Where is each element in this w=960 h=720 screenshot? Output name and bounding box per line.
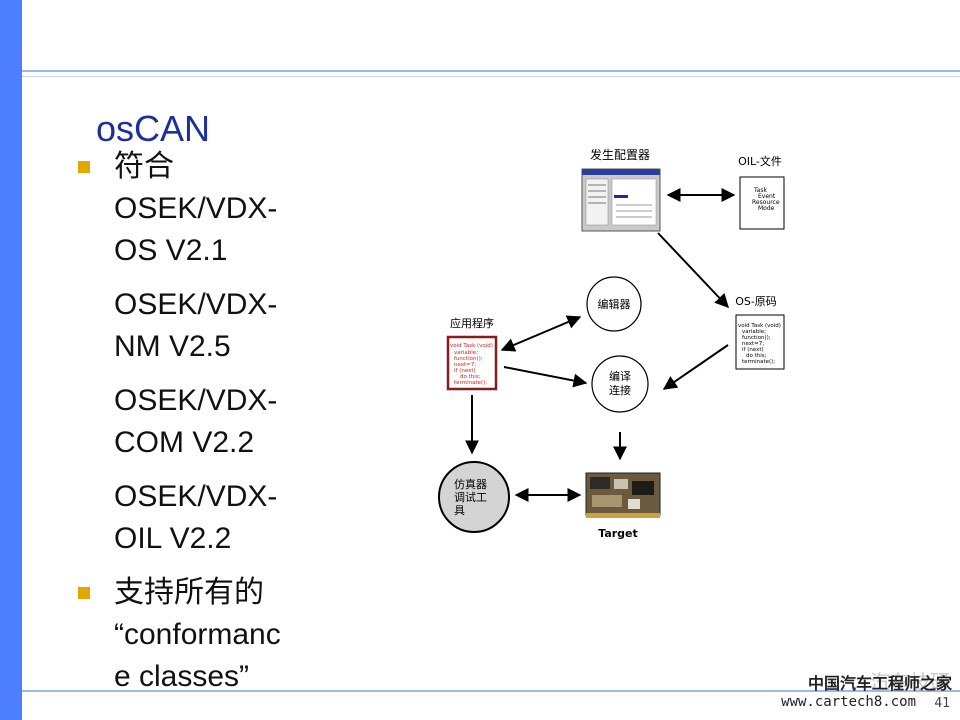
app-program-line: void Task (void) (450, 343, 493, 349)
bullet-square-icon (78, 587, 90, 599)
app-program-line: next=7; (454, 362, 476, 368)
oil-file-document (739, 176, 785, 230)
bullet-line: “conformanc (114, 618, 281, 651)
bullet-line: OSEK/VDX- (114, 192, 278, 225)
os-source-document (735, 314, 785, 370)
app-editor-arrow (500, 315, 582, 352)
header-rule (22, 70, 960, 72)
generator-label: 发生配置器 (590, 147, 650, 162)
bullet-line: 符合 (114, 150, 174, 183)
oil-file-line: Mode (758, 205, 775, 212)
os-source-to-compile-arrow (662, 344, 729, 390)
link-label: 连接 (609, 384, 631, 397)
watermark-site-name: 中国汽车工程师之家 (807, 674, 952, 693)
bullet-item-osek-nm: OSEK/VDX- NM V2.5 (78, 284, 338, 368)
slide-title: osCAN (96, 108, 211, 149)
compile-link-node (591, 355, 649, 413)
header-rule-thin (22, 76, 960, 77)
generator-to-os-source-arrow (657, 232, 729, 309)
bullet-item-osek-com: OSEK/VDX- COM V2.2 (78, 380, 338, 464)
bullet-line: OS V2.1 (114, 234, 228, 267)
compile-label: 编译 (609, 369, 631, 383)
bullet-line: 支持所有的 (114, 576, 264, 609)
bullet-line: OSEK/VDX- (114, 480, 278, 513)
os-source-line: terminate(); (742, 359, 775, 365)
app-program-line: if (next) (454, 368, 476, 374)
app-program-line: variable; (454, 350, 478, 356)
emulator-label: 具 (454, 504, 465, 517)
app-program-line: function(); (454, 356, 483, 362)
bullet-line: OSEK/VDX- (114, 384, 278, 417)
os-source-line: void Task (void) (738, 323, 781, 329)
app-program-label: 应用程序 (450, 316, 494, 330)
bullet-square-icon (78, 161, 90, 173)
emulator-label: 仿真器 (454, 477, 487, 491)
bullet-item-conformance: 支持所有的 “conformanc e classes” (78, 572, 338, 698)
os-source-line: variable; (742, 329, 766, 335)
app-program-document (446, 335, 498, 391)
oil-file-line: Resource (752, 199, 780, 206)
app-program-line: terminate(); (454, 380, 487, 386)
emulator-debugger-node (438, 461, 510, 533)
page-number: 41 (934, 696, 950, 711)
oil-file-line: Task (753, 187, 767, 194)
bullet-item-osek-oil: OSEK/VDX- OIL V2.2 (78, 476, 338, 560)
bullet-line: OIL V2.2 (114, 522, 232, 555)
target-label: Target (598, 527, 638, 540)
oil-file-label: OIL-文件 (738, 154, 782, 168)
bullet-line: e classes” (114, 660, 250, 693)
footer-rule (22, 690, 960, 692)
watermark-url: www.cartech8.com (781, 694, 916, 710)
os-source-line: do this; (746, 353, 767, 359)
bullet-list: 符合 OSEK/VDX- OS V2.1 OSEK/VDX- NM V2.5 O… (78, 146, 338, 698)
oscan-workflow-diagram: 发生配置器 OIL-文件 Task Event Resource Mode OS… (438, 147, 785, 540)
editor-node (586, 276, 642, 332)
bullet-line: NM V2.5 (114, 330, 231, 363)
app-program-line: do this; (460, 374, 481, 380)
target-board-image (585, 472, 661, 518)
bullet-line: OSEK/VDX- (114, 288, 278, 321)
editor-label: 编辑器 (598, 297, 631, 311)
bullet-line: COM V2.2 (114, 426, 255, 459)
os-source-label: OS-原码 (735, 295, 777, 308)
watermark-faint-text: 汽车技研 (870, 672, 950, 694)
bullet-item-osek-os: 符合 OSEK/VDX- OS V2.1 (78, 146, 338, 272)
generator-screenshot (581, 168, 661, 232)
os-source-line: if (next) (742, 347, 764, 353)
emulator-label: 调试工 (454, 491, 487, 504)
os-source-line: function(); (742, 335, 771, 341)
os-source-line: next=7; (742, 341, 764, 347)
slide-left-bar (0, 0, 22, 720)
app-to-compile-arrow (503, 366, 588, 388)
oil-file-line: Event (758, 193, 776, 200)
